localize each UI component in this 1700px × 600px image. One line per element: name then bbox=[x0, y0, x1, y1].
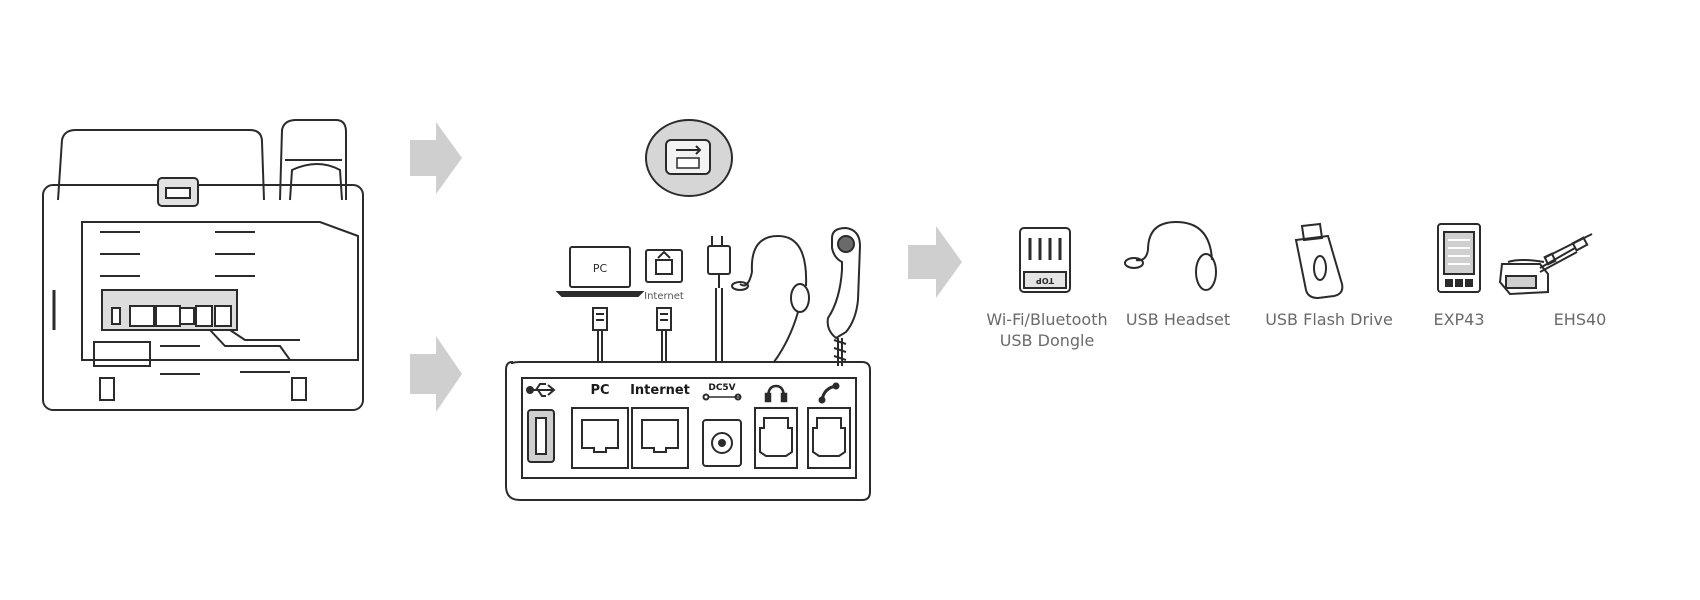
phone-back-view bbox=[42, 119, 364, 411]
headset-symbol-icon bbox=[764, 384, 788, 403]
usb-port-zoom bbox=[645, 119, 733, 197]
pc-port-label: PC bbox=[590, 383, 609, 398]
exp43-icon bbox=[1437, 223, 1481, 293]
internet-device-label: Internet bbox=[644, 291, 684, 302]
power-adapter-icon bbox=[707, 236, 731, 362]
internet-port bbox=[631, 407, 689, 469]
internet-icon bbox=[645, 249, 683, 283]
exp43-label-text: EXP43 bbox=[1433, 310, 1485, 329]
ehs40-icon bbox=[1498, 233, 1593, 296]
power-port-label: DC5V bbox=[708, 383, 735, 393]
dongle-label-line-2: USB Dongle bbox=[999, 331, 1095, 350]
handset-port bbox=[807, 407, 851, 469]
usb-flash-drive-label-text: USB Flash Drive bbox=[1265, 310, 1393, 329]
arrow-top bbox=[410, 122, 462, 194]
exp43-label: EXP43 bbox=[1412, 309, 1506, 330]
wifi-bluetooth-dongle-icon bbox=[1019, 227, 1071, 293]
headset-icon bbox=[731, 234, 810, 363]
handset-symbol-icon bbox=[818, 382, 840, 404]
ehs40-label: EHS40 bbox=[1530, 309, 1630, 330]
usb-headset-label-text: USB Headset bbox=[1125, 310, 1231, 329]
dongle-top-print: TOP bbox=[1036, 276, 1054, 285]
arrow-bottom bbox=[410, 336, 462, 412]
usb-headset-icon bbox=[1124, 220, 1217, 291]
dongle-label-line-1: Wi-Fi/Bluetooth bbox=[986, 310, 1108, 329]
headset-port bbox=[754, 407, 798, 469]
laptop-icon bbox=[555, 246, 645, 297]
handset-icon bbox=[826, 226, 862, 366]
power-port bbox=[702, 393, 742, 467]
wifi-bluetooth-dongle-label: Wi-Fi/Bluetooth USB Dongle bbox=[980, 309, 1114, 351]
usb-headset-label: USB Headset bbox=[1112, 309, 1244, 330]
usb-port bbox=[527, 409, 555, 463]
laptop-label: PC bbox=[593, 262, 608, 275]
usb-flash-drive-icon bbox=[1294, 222, 1344, 300]
port-panel bbox=[505, 360, 871, 501]
arrow-right bbox=[908, 226, 962, 298]
pc-ethernet-cable bbox=[592, 307, 608, 362]
ehs40-label-text: EHS40 bbox=[1553, 310, 1607, 329]
usb-symbol-icon bbox=[526, 383, 556, 397]
internet-ethernet-cable bbox=[656, 307, 672, 362]
internet-port-label: Internet bbox=[630, 383, 690, 398]
usb-flash-drive-label: USB Flash Drive bbox=[1254, 309, 1404, 330]
pc-port bbox=[571, 407, 629, 469]
